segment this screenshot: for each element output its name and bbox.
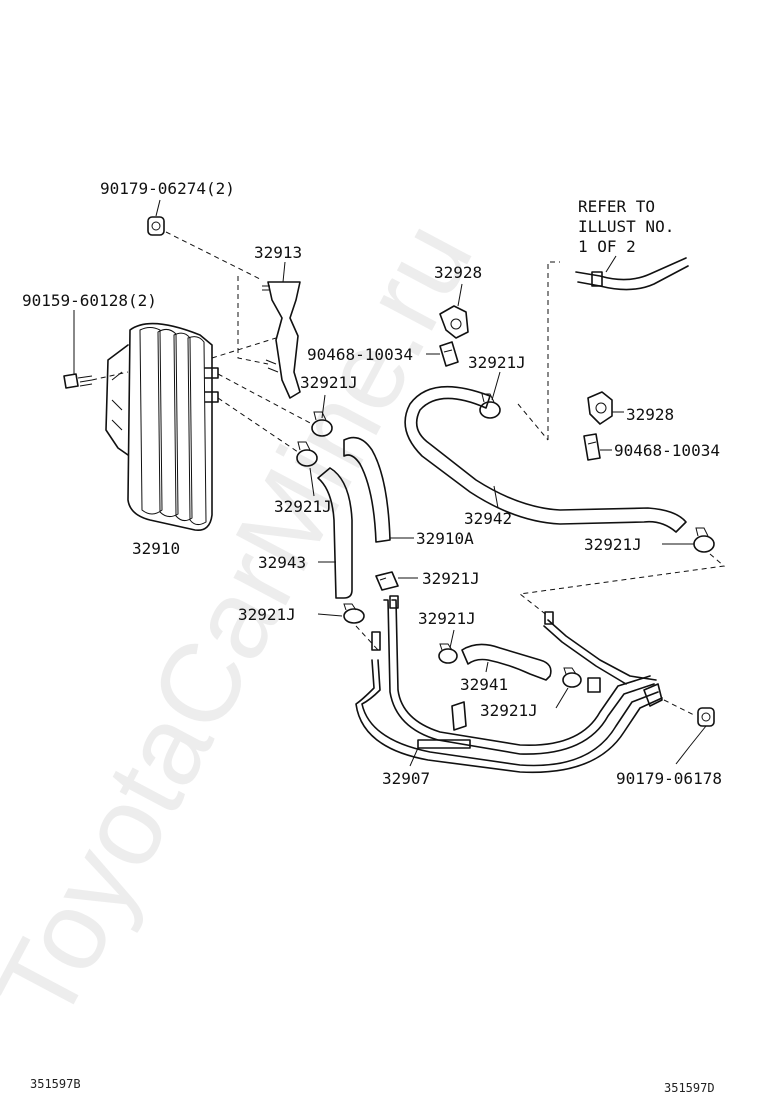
bracket-90468-10034-right xyxy=(583,433,601,461)
bolt-90159-60128 xyxy=(63,373,93,389)
clamp-32921J-h xyxy=(562,667,582,688)
hose-32910A xyxy=(343,436,391,543)
clip-32928-right xyxy=(587,391,613,425)
clamp-32921J-f xyxy=(343,603,365,624)
clamp-32921J-d xyxy=(693,527,715,553)
clamp-32921J-b xyxy=(296,441,318,467)
label-90179-06274: 90179-06274(2) xyxy=(100,179,235,198)
label-32942: 32942 xyxy=(464,509,512,528)
label-32910: 32910 xyxy=(132,539,180,558)
clamp-32921J-g xyxy=(438,643,458,664)
label-32921J-h: 32921J xyxy=(480,701,538,720)
label-90468-10034-left: 90468-10034 xyxy=(307,345,413,364)
label-32921J-f: 32921J xyxy=(238,605,296,624)
refer-note: REFER TO ILLUST NO. 1 OF 2 xyxy=(578,197,674,256)
refer-note-line-3: 1 OF 2 xyxy=(578,237,636,256)
clamp-32921J-c xyxy=(479,393,501,419)
label-32910A: 32910A xyxy=(416,529,474,548)
clamp-32921J-a xyxy=(311,411,333,437)
refer-note-line-2: ILLUST NO. xyxy=(578,217,674,236)
hose-32942 xyxy=(404,385,687,533)
bracket-32913 xyxy=(262,281,301,399)
label-90468-10034-right: 90468-10034 xyxy=(614,441,720,460)
refer-note-line-1: REFER TO xyxy=(578,197,655,216)
label-32921J-a: 32921J xyxy=(300,373,358,392)
hose-end-reference xyxy=(575,257,689,291)
nut-90179-06178 xyxy=(697,707,715,727)
code-left: 351597B xyxy=(30,1077,81,1091)
bracket-90468-10034-left xyxy=(439,341,459,367)
label-90159-60128: 90159-60128(2) xyxy=(22,291,157,310)
label-32921J-b: 32921J xyxy=(274,497,332,516)
pipe-assembly-32907 xyxy=(355,595,663,774)
clip-32928-top xyxy=(439,305,469,339)
code-right: 351597D xyxy=(664,1081,715,1095)
label-32907: 32907 xyxy=(382,769,430,788)
label-32921J-e: 32921J xyxy=(422,569,480,588)
label-32928-top: 32928 xyxy=(434,263,482,282)
hose-32941 xyxy=(461,643,552,681)
label-32943: 32943 xyxy=(258,553,306,572)
label-90179-06178: 90179-06178 xyxy=(616,769,722,788)
nut-90179-06274 xyxy=(147,216,165,236)
label-32913: 32913 xyxy=(254,243,302,262)
label-32921J-c: 32921J xyxy=(468,353,526,372)
label-32928-right: 32928 xyxy=(626,405,674,424)
label-32921J-g: 32921J xyxy=(418,609,476,628)
clamp-32921J-e xyxy=(375,571,399,591)
label-32941: 32941 xyxy=(460,675,508,694)
label-32921J-d: 32921J xyxy=(584,535,642,554)
hose-32943 xyxy=(317,467,353,599)
oil-cooler-32910 xyxy=(105,322,219,532)
